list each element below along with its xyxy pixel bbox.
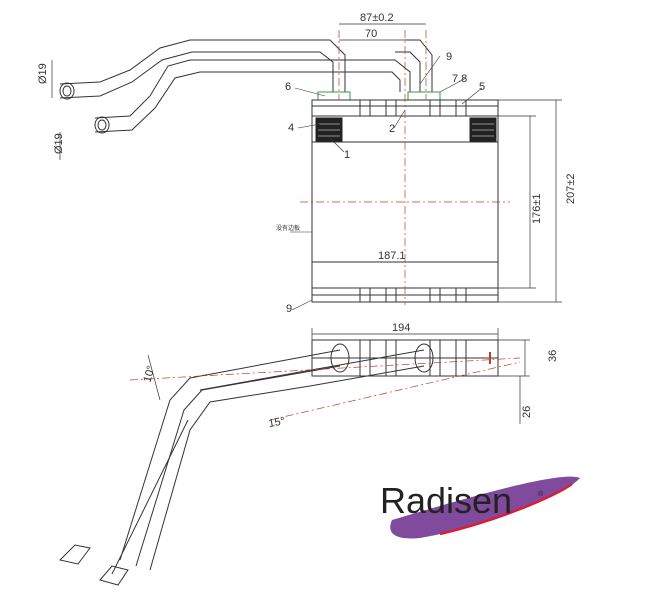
callout-5: 6: [285, 81, 291, 93]
outlet-pipe: [94, 39, 433, 134]
dim-pipe-spacing-tol: 87±0.2: [360, 12, 394, 24]
callout-4: 4: [288, 122, 294, 134]
side-view: [59, 328, 530, 586]
dim-angle-upper: 10°: [142, 364, 158, 383]
side-note: 没有边板: [276, 224, 300, 232]
dim-core-height: 176±1: [531, 193, 543, 224]
dim-bottom-width: 194: [392, 322, 410, 334]
dim-angle-lower: 15°: [268, 415, 286, 430]
dim-pipe-spacing: 70: [365, 28, 377, 40]
dim-flange: 7.8: [452, 73, 467, 85]
callout-2: 2: [389, 123, 395, 135]
dim-overall-height: 207±2: [565, 173, 577, 204]
outlet-flange: [407, 91, 441, 101]
dim-side-offset: 26: [521, 406, 533, 418]
callout-3: 5: [479, 81, 485, 93]
dim-diameter-bottom: Ø19: [53, 133, 65, 154]
dim-diameter-top: Ø19: [37, 63, 49, 84]
callout-6: 9: [446, 51, 452, 63]
dim-core-width: 187.1: [378, 250, 406, 262]
logo-registered: ®: [538, 490, 544, 498]
inlet-flange: [317, 91, 351, 101]
callout-1: 1: [344, 149, 350, 161]
front-view: [51, 23, 562, 311]
dim-side-depth: 36: [547, 350, 559, 362]
logo-text: Radisen: [380, 480, 512, 521]
callout-9: 9: [286, 303, 292, 315]
radisen-logo: Radisen ®: [380, 476, 580, 539]
